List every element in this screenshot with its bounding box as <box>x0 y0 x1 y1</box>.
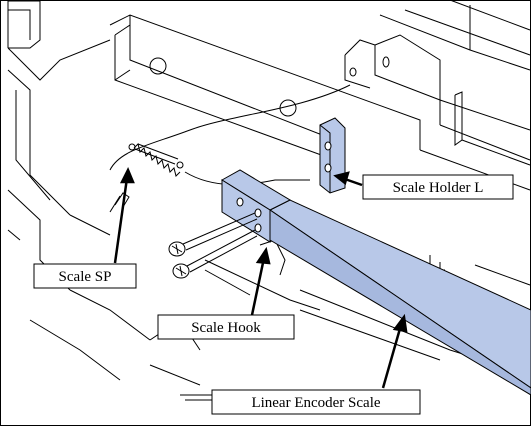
scale-hook-part <box>221 169 292 243</box>
screw-upper <box>168 212 258 257</box>
linear-encoder-scale-part <box>269 199 531 396</box>
label-linear-encoder-scale: Linear Encoder Scale <box>211 389 421 415</box>
label-scale-sp-text: Scale SP <box>59 269 112 285</box>
scale-holder-l-part <box>319 117 346 194</box>
callout-arrows <box>113 166 408 389</box>
label-scale-sp: Scale SP <box>33 263 137 289</box>
screw-lower <box>172 229 258 279</box>
label-scale-holder-l-text: Scale Holder L <box>393 180 484 196</box>
label-linear-encoder-scale-text: Linear Encoder Scale <box>251 395 380 411</box>
label-scale-hook-text: Scale Hook <box>191 320 261 336</box>
scale-spring <box>128 143 184 177</box>
label-scale-hook: Scale Hook <box>157 314 295 340</box>
label-scale-holder-l: Scale Holder L <box>362 174 514 200</box>
machine-body-lineart <box>7 0 531 401</box>
